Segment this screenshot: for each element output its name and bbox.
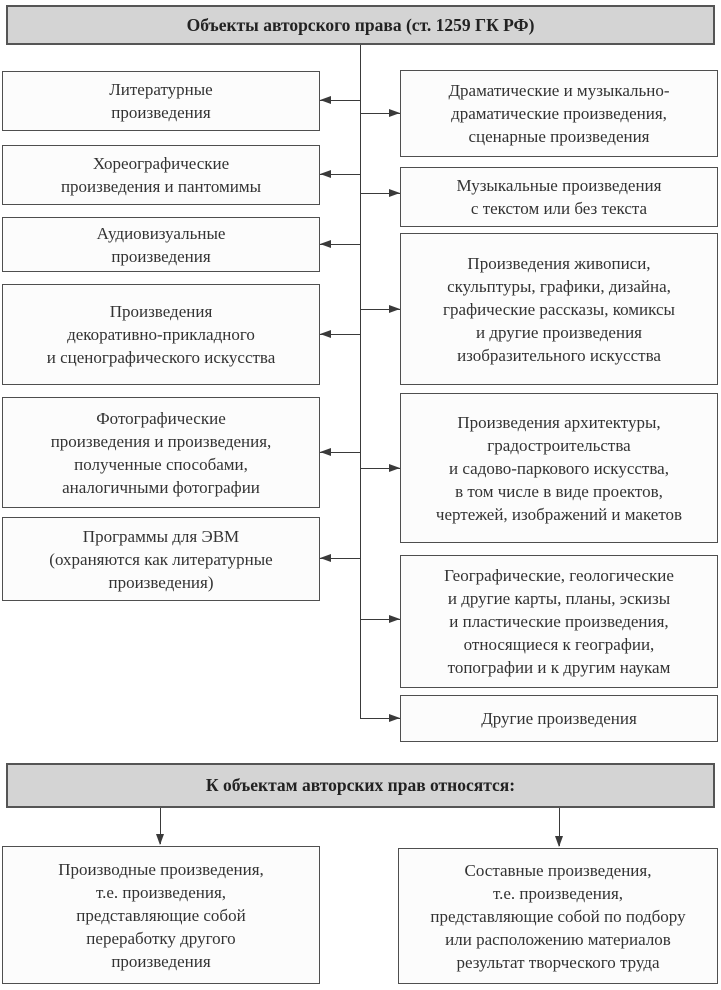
bottom-header-title: К объектам авторских прав относятся: bbox=[205, 775, 516, 795]
connector-maps-arrow bbox=[361, 614, 400, 623]
connector-audiovisual-arrow bbox=[320, 239, 361, 248]
connector-choreographic-arrow bbox=[320, 169, 361, 178]
connector-composite-arrow bbox=[554, 808, 563, 847]
box-musical-works: Музыкальные произведения с текстом или б… bbox=[400, 167, 718, 227]
connector-musical-arrow bbox=[361, 188, 400, 197]
top-header-bar: Объекты авторского права (ст. 1259 ГК РФ… bbox=[6, 5, 715, 45]
connector-fine-art-arrow bbox=[361, 304, 400, 313]
box-literary-works: Литературные произведения bbox=[2, 71, 320, 131]
box-maps-plans-works: Географические, геологические и другие к… bbox=[400, 555, 718, 688]
bottom-header-bar: К объектам авторских прав относятся: bbox=[6, 763, 715, 808]
connector-architecture-arrow bbox=[361, 463, 400, 472]
connector-literary-arrow bbox=[320, 95, 361, 104]
connector-derivative-arrow bbox=[155, 808, 164, 845]
box-composite-works: Составные произведения, т.е. произведени… bbox=[398, 848, 718, 984]
box-architecture-works: Произведения архитектуры, градостроитель… bbox=[400, 393, 718, 543]
box-dramatic-works: Драматические и музыкально- драматически… bbox=[400, 70, 718, 157]
central-spine-line bbox=[360, 45, 361, 719]
top-header-title: Объекты авторского права (ст. 1259 ГК РФ… bbox=[186, 14, 535, 35]
box-fine-art-works: Произведения живописи, скульптуры, графи… bbox=[400, 233, 718, 385]
box-decorative-applied-works: Произведения декоративно-прикладного и с… bbox=[2, 284, 320, 385]
box-photographic-works: Фотографические произведения и произведе… bbox=[2, 397, 320, 508]
box-derivative-works: Производные произведения, т.е. произведе… bbox=[2, 846, 320, 984]
connector-photographic-arrow bbox=[320, 447, 361, 456]
box-audiovisual-works: Аудиовизуальные произведения bbox=[2, 217, 320, 272]
box-computer-programs: Программы для ЭВМ (охраняются как литера… bbox=[2, 517, 320, 601]
connector-programs-arrow bbox=[320, 553, 361, 562]
connector-decorative-arrow bbox=[320, 329, 361, 338]
connector-other-works-arrow bbox=[361, 713, 400, 722]
connector-dramatic-arrow bbox=[361, 108, 400, 117]
box-other-works: Другие произведения bbox=[400, 695, 718, 742]
box-choreographic-works: Хореографические произведения и пантомим… bbox=[2, 145, 320, 205]
